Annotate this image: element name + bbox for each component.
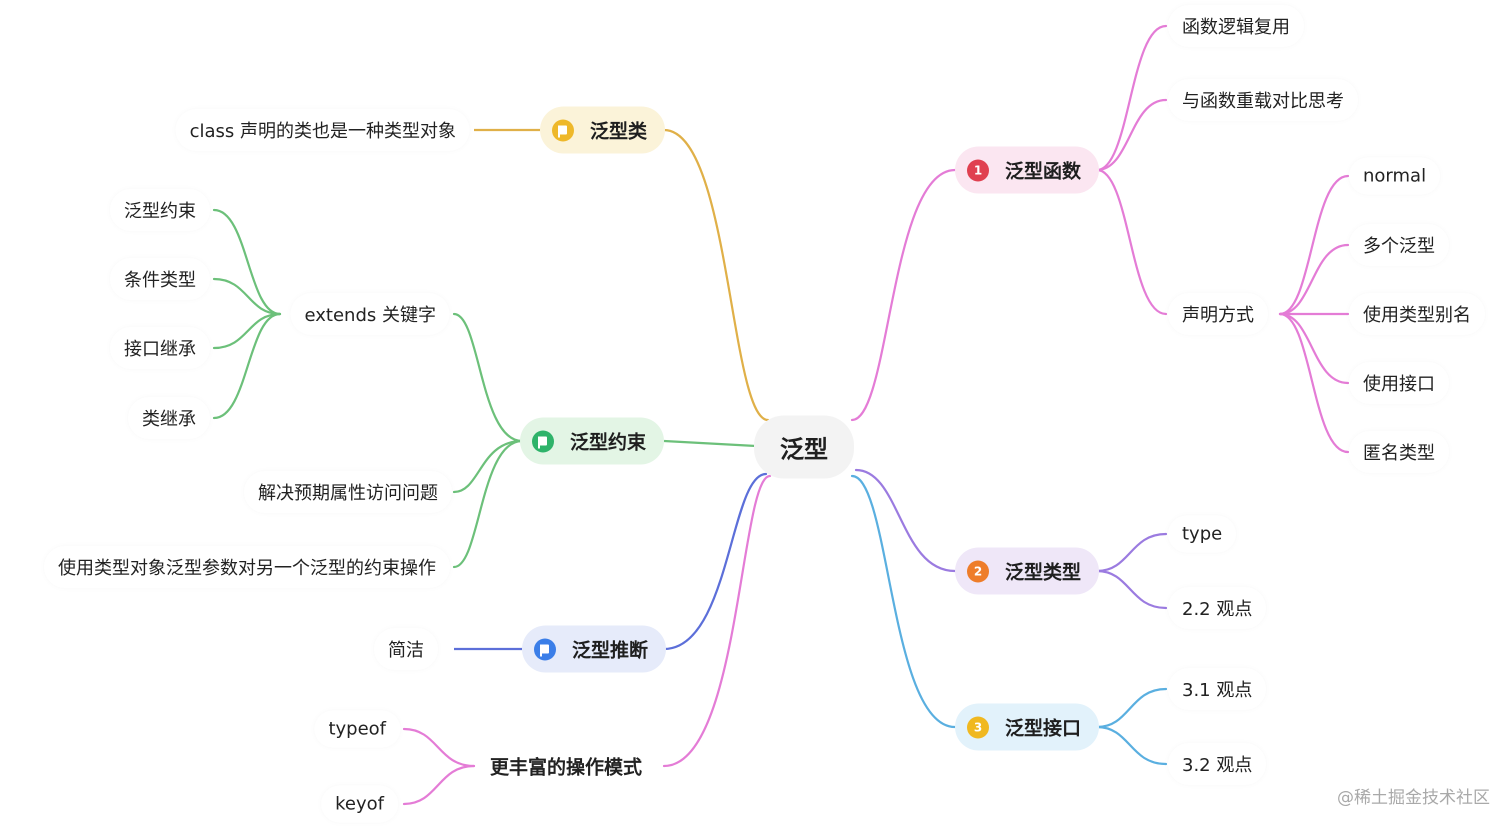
branch-label: 泛型类型 <box>1005 561 1082 584</box>
branch-label: 泛型约束 <box>570 431 647 454</box>
branch-label: 泛型类 <box>590 120 648 143</box>
link-declaration-child-0 <box>1278 174 1350 316</box>
number-3-badge-icon: 3 <box>967 716 989 738</box>
leaf-normal[interactable]: normal <box>1349 157 1441 195</box>
leaf-viewpoint-3-1[interactable]: 3.1 观点 <box>1168 668 1267 710</box>
leaf-label: class 声明的类也是一种类型对象 <box>189 121 456 142</box>
branch-label: 泛型接口 <box>1005 717 1082 740</box>
link-root-function <box>850 168 957 422</box>
branch-label: 泛型推断 <box>572 639 649 662</box>
leaf-generic-constraint[interactable]: 泛型约束 <box>110 189 210 231</box>
link-extends-child-1 <box>212 277 282 316</box>
branch-generic-type[interactable]: 2 泛型类型 <box>955 547 1100 595</box>
leaf-typeof[interactable]: typeof <box>314 710 400 748</box>
leaf-label: 简洁 <box>388 640 424 661</box>
link-root-type <box>854 468 957 573</box>
leaf-multiple-generics[interactable]: 多个泛型 <box>1349 224 1449 266</box>
link-extends-child-3 <box>212 312 282 420</box>
link-root-inference <box>662 472 768 651</box>
leaf-label: 声明方式 <box>1182 305 1254 326</box>
leaf-label: 泛型约束 <box>124 201 196 222</box>
branch-generic-class[interactable]: 泛型类 <box>540 106 666 154</box>
leaf-extends-keyword[interactable]: extends 关键字 <box>290 293 450 335</box>
leaf-interface-inheritance[interactable]: 接口继承 <box>110 327 210 369</box>
leaf-label: type <box>1182 523 1223 545</box>
branch-generic-function[interactable]: 1 泛型函数 <box>955 146 1100 194</box>
leaf-viewpoint-2-2[interactable]: 2.2 观点 <box>1168 587 1267 629</box>
blue-flag-icon <box>534 638 556 660</box>
link-ops-keyof <box>402 764 476 806</box>
leaf-function-logic-reuse[interactable]: 函数逻辑复用 <box>1168 5 1304 47</box>
leaf-label: extends 关键字 <box>304 305 436 326</box>
watermark: @稀土掘金技术社区 <box>1337 788 1490 808</box>
leaf-overload-comparison[interactable]: 与函数重载对比思考 <box>1168 79 1358 121</box>
leaf-label: typeof <box>328 718 386 740</box>
link-interface-31 <box>1095 687 1168 729</box>
link-declaration-child-4 <box>1278 312 1350 454</box>
leaf-label: 多个泛型 <box>1363 236 1435 257</box>
branch-label: 更丰富的操作模式 <box>490 756 643 779</box>
leaf-label: 使用类型对象泛型参数对另一个泛型的约束操作 <box>58 558 436 579</box>
link-root-constraint <box>663 439 757 448</box>
leaf-declaration-methods[interactable]: 声明方式 <box>1168 293 1268 335</box>
leaf-type-object-constraint[interactable]: 使用类型对象泛型参数对另一个泛型的约束操作 <box>44 546 450 588</box>
leaf-label: 函数逻辑复用 <box>1182 17 1290 38</box>
link-interface-32 <box>1095 725 1168 766</box>
link-function-declaration <box>1095 168 1168 316</box>
link-constraint-access <box>452 439 524 494</box>
link-function-overload <box>1095 98 1168 172</box>
link-constraint-typeobj <box>452 439 524 569</box>
branch-richer-operations[interactable]: 更丰富的操作模式 <box>476 745 656 788</box>
leaf-class-declaration[interactable]: class 声明的类也是一种类型对象 <box>175 109 470 151</box>
leaf-label: 2.2 观点 <box>1182 599 1253 620</box>
leaf-label: 条件类型 <box>124 270 196 291</box>
root-label: 泛型 <box>780 435 828 464</box>
branch-generic-inference[interactable]: 泛型推断 <box>522 625 667 673</box>
green-flag-icon <box>532 430 554 452</box>
root-node[interactable]: 泛型 <box>754 415 854 479</box>
leaf-label: 与函数重载对比思考 <box>1182 91 1344 112</box>
link-type-22 <box>1095 569 1168 610</box>
leaf-viewpoint-3-2[interactable]: 3.2 观点 <box>1168 743 1267 785</box>
leaf-type[interactable]: type <box>1168 515 1237 553</box>
leaf-use-interface[interactable]: 使用接口 <box>1349 362 1449 404</box>
leaf-conditional-type[interactable]: 条件类型 <box>110 258 210 300</box>
branch-label: 泛型函数 <box>1005 160 1082 183</box>
leaf-label: 3.2 观点 <box>1182 755 1253 776</box>
leaf-label: keyof <box>335 793 384 815</box>
branch-generic-interface[interactable]: 3 泛型接口 <box>955 703 1100 751</box>
link-extends-child-0 <box>212 208 282 316</box>
link-declaration-child-1 <box>1278 243 1350 316</box>
number-1-badge-icon: 1 <box>967 159 989 181</box>
leaf-label: 使用接口 <box>1363 374 1435 395</box>
leaf-type-alias[interactable]: 使用类型别名 <box>1349 293 1485 335</box>
leaf-label: normal <box>1363 165 1427 187</box>
leaf-anonymous-type[interactable]: 匿名类型 <box>1349 431 1449 473</box>
link-root-class <box>662 128 770 422</box>
leaf-property-access[interactable]: 解决预期属性访问问题 <box>244 471 452 513</box>
link-root-interface <box>850 474 957 729</box>
leaf-label: 解决预期属性访问问题 <box>258 483 438 504</box>
leaf-label: 匿名类型 <box>1363 443 1435 464</box>
link-declaration-child-3 <box>1278 312 1350 385</box>
link-root-ops <box>662 474 772 768</box>
leaf-label: 使用类型别名 <box>1363 305 1471 326</box>
link-function-reuse <box>1095 24 1168 172</box>
leaf-label: 类继承 <box>142 409 196 430</box>
leaf-concise[interactable]: 简洁 <box>374 628 438 670</box>
leaf-keyof[interactable]: keyof <box>321 785 398 823</box>
number-2-badge-icon: 2 <box>967 560 989 582</box>
leaf-label: 3.1 观点 <box>1182 680 1253 701</box>
yellow-flag-icon <box>552 119 574 141</box>
link-ops-typeof <box>402 727 476 768</box>
leaf-class-inheritance[interactable]: 类继承 <box>128 397 210 439</box>
leaf-label: 接口继承 <box>124 339 196 360</box>
branch-generic-constraint[interactable]: 泛型约束 <box>520 417 665 465</box>
link-constraint-extends <box>452 312 524 443</box>
link-extends-child-2 <box>212 312 282 350</box>
link-type-type <box>1095 532 1168 573</box>
